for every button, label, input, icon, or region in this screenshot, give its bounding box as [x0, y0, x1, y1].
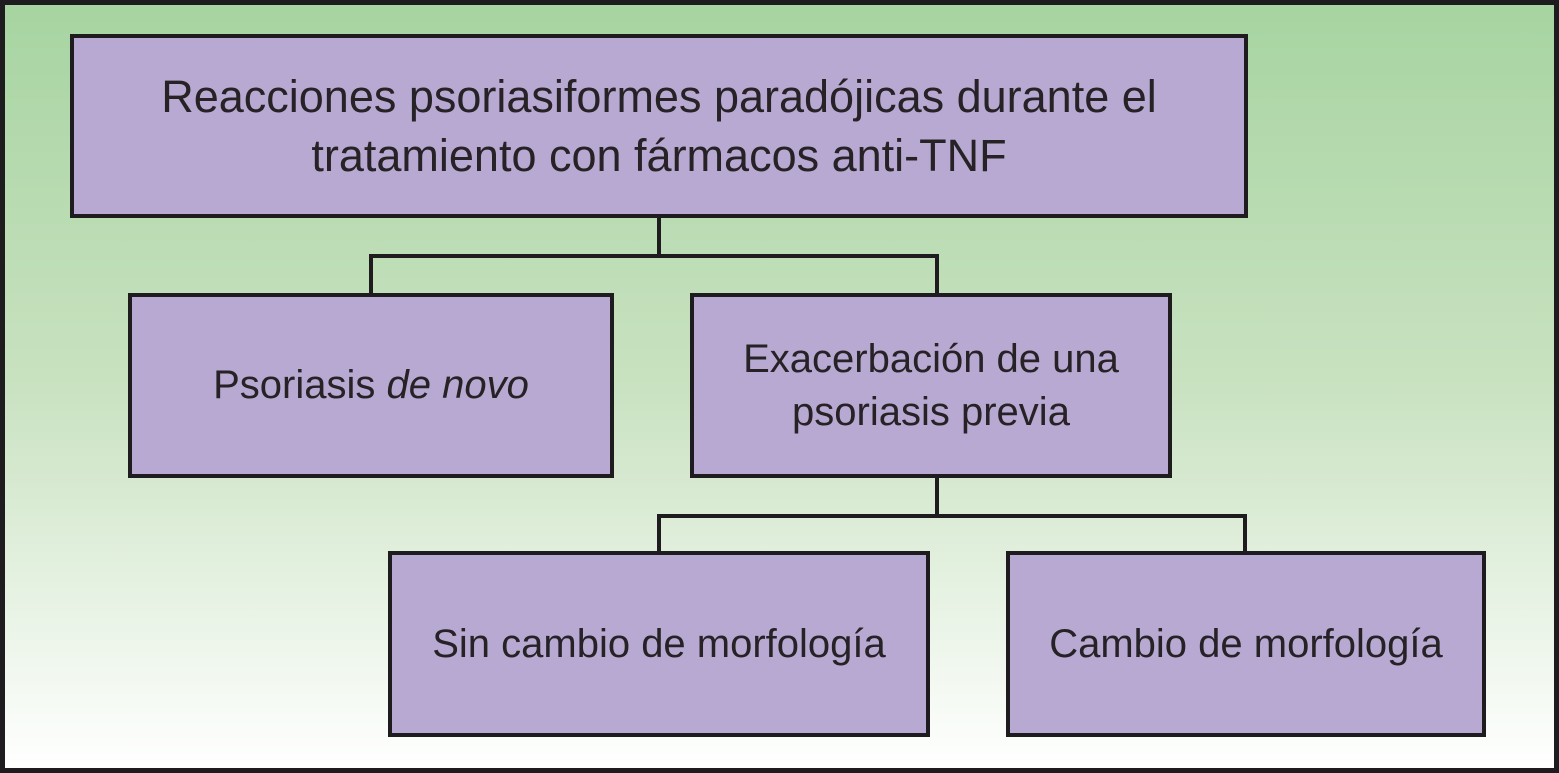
connector-exacerbacion-stem: [935, 478, 939, 518]
connector-root-stem: [657, 218, 661, 258]
connector-drop-psoriasis-de-novo: [369, 254, 373, 297]
node-exacerbacion-label: Exacerbación de una psoriasis previa: [743, 336, 1119, 434]
node-root-label: Reacciones psoriasiformes paradójicas du…: [161, 70, 1157, 181]
node-cambio-label: Cambio de morfología: [1049, 621, 1443, 666]
node-psoriasis-de-novo: Psoriasis de novo: [128, 293, 614, 478]
connector-level1-horizontal: [369, 254, 939, 258]
node-sin-cambio-morfologia: Sin cambio de morfología: [388, 551, 930, 737]
connector-drop-sin-cambio: [657, 514, 661, 555]
connector-drop-cambio: [1243, 514, 1247, 555]
node-sin-cambio-label: Sin cambio de morfología: [432, 621, 886, 666]
node-exacerbacion-psoriasis-previa: Exacerbación de una psoriasis previa: [690, 293, 1172, 478]
node-cambio-morfologia: Cambio de morfología: [1006, 551, 1486, 737]
node-root-reacciones-psoriasiformes: Reacciones psoriasiformes paradójicas du…: [70, 34, 1248, 218]
node-psoriasis-de-novo-label: Psoriasis de novo: [213, 363, 529, 408]
connector-drop-exacerbacion: [935, 254, 939, 297]
connector-level2-horizontal: [657, 514, 1247, 518]
